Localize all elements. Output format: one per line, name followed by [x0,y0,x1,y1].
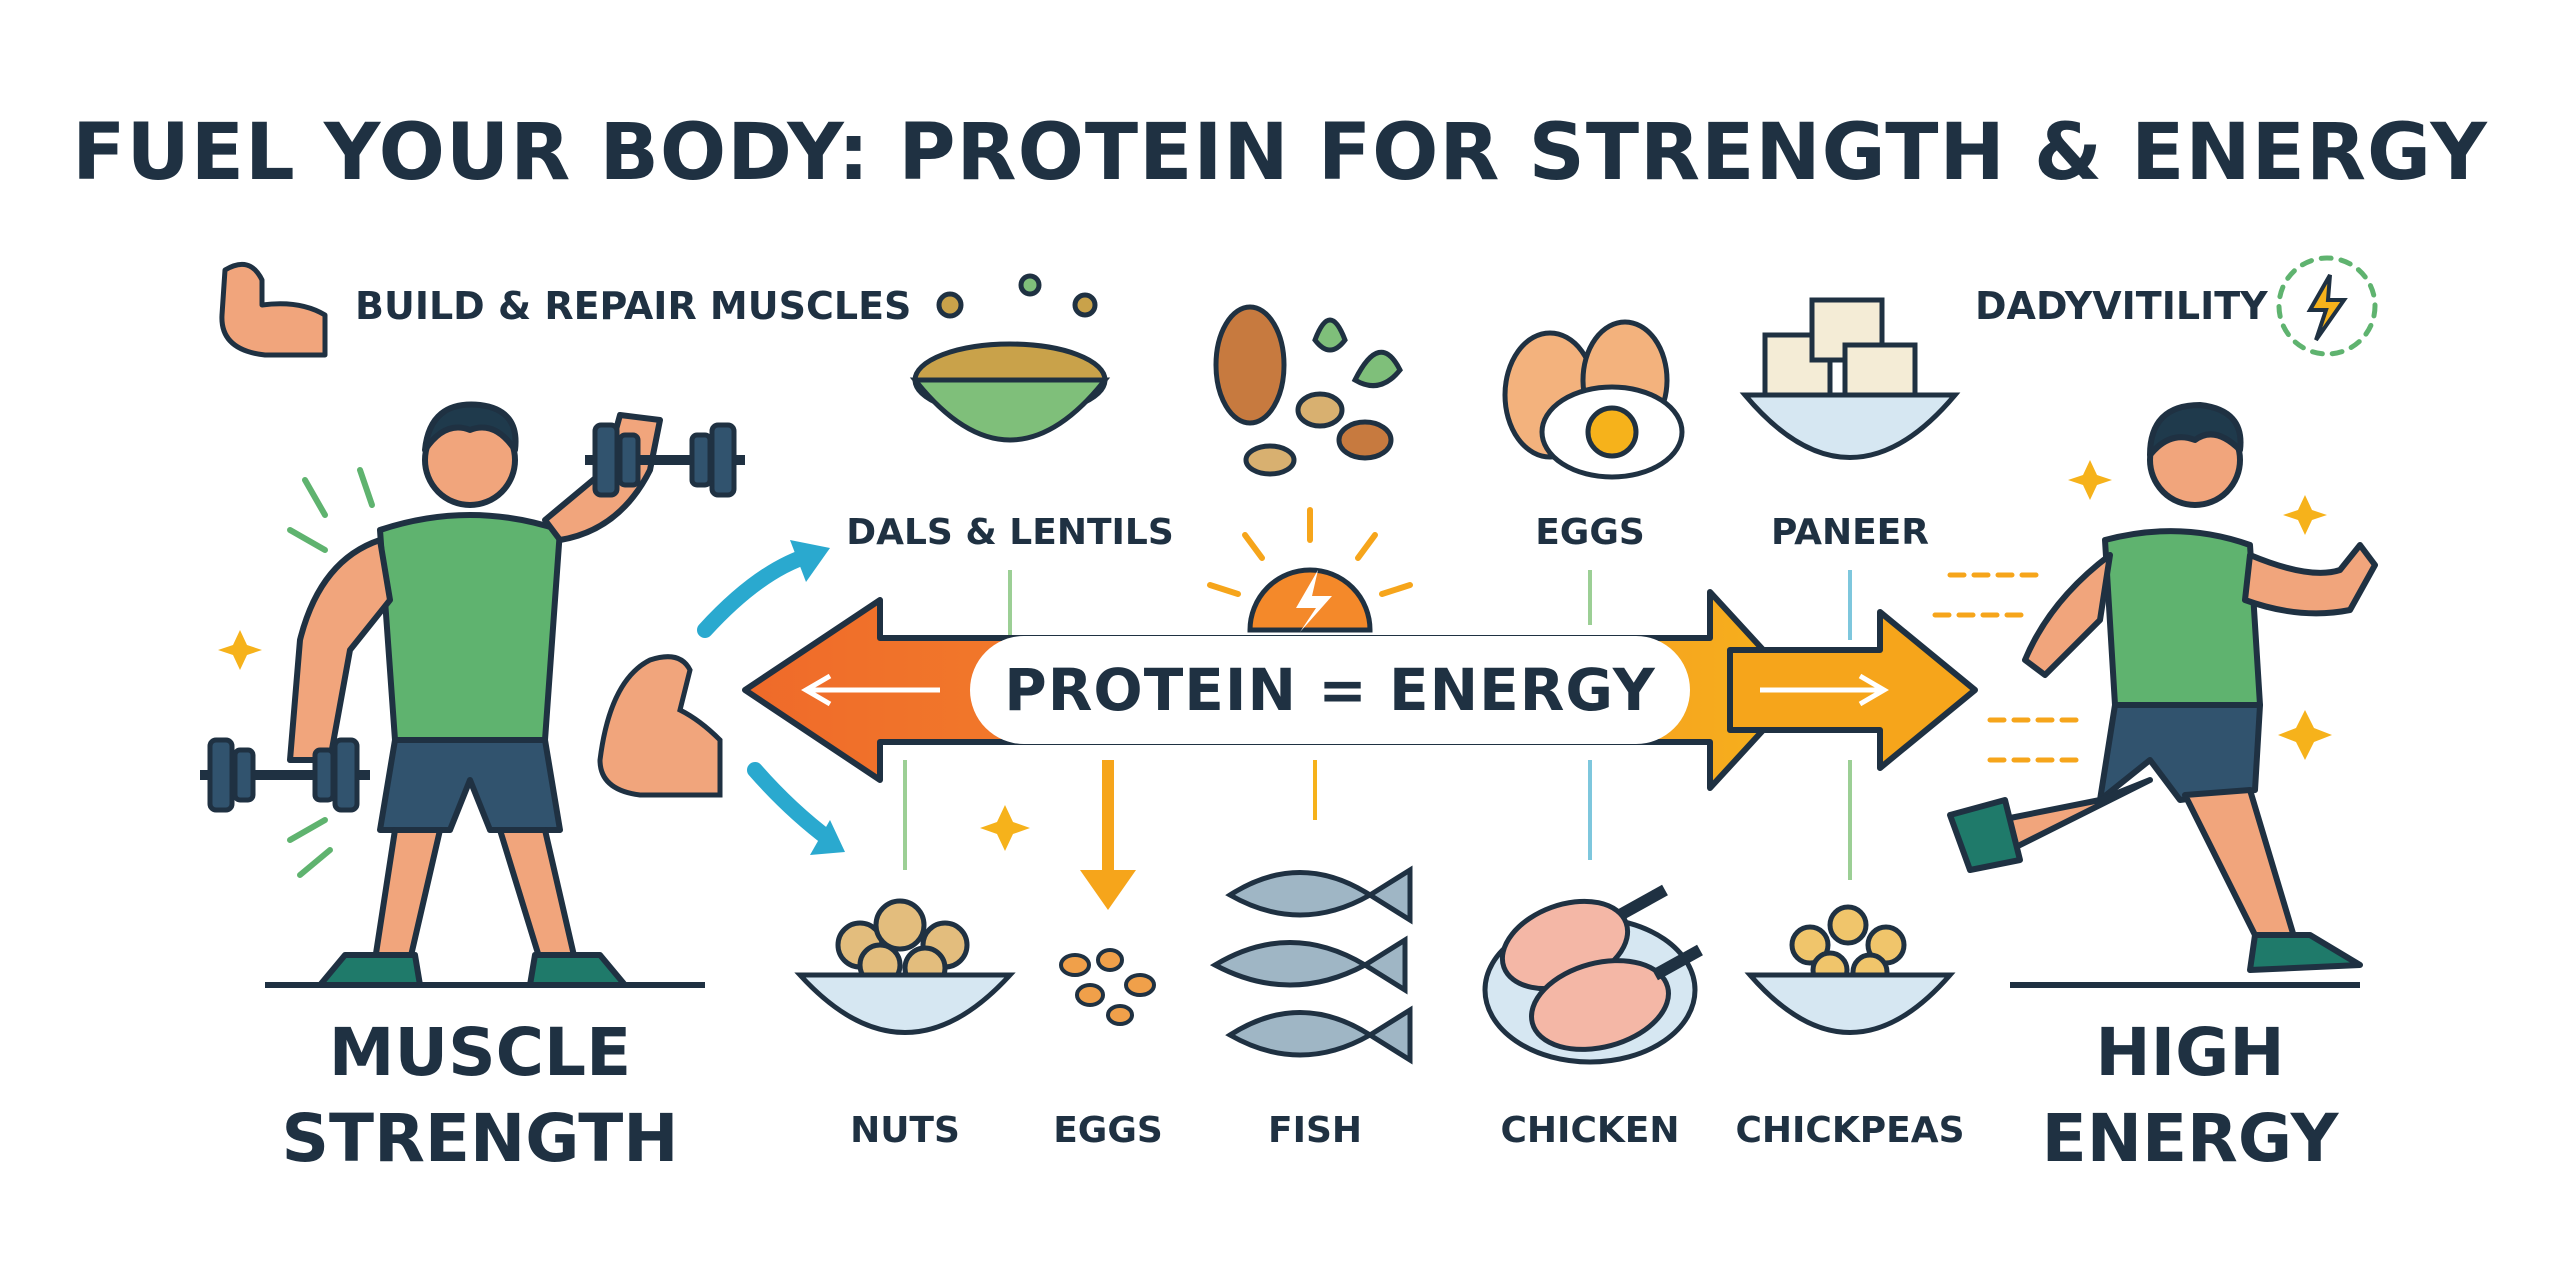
food-label-chicken: CHICKEN [1500,1110,1680,1151]
sparkle-icon [218,460,2332,851]
muscle-strength-label: MUSCLE STRENGTH [240,1010,720,1182]
pointer-arrows [697,540,1136,910]
chickpeas-bowl [1744,904,1956,1035]
food-label-eggs-bottom: EGGS [1053,1110,1163,1151]
left-tagline: BUILD & REPAIR MUSCLES [355,284,912,328]
lightning-icon [2276,255,2378,357]
nuts-bowl [794,898,1016,1035]
almonds-icon [1213,304,1403,477]
dals-lentils-bowl [909,273,1111,443]
flexed-arm-icon-center [597,654,723,798]
food-label-chickpeas: CHICKPEAS [1735,1110,1965,1151]
runner-illustration [1947,402,2378,988]
food-label-paneer: PANEER [1771,512,1929,553]
food-label-dals-lentils: DALS & LENTILS [846,512,1174,553]
muscle-strength-line2: STRENGTH [281,1100,679,1177]
beans-icon [1059,948,1156,1026]
connector-lines [903,570,1852,880]
fish-icon [1209,865,1413,1065]
sun-bolt-icon [1207,507,1413,633]
high-energy-label: HIGH ENERGY [1960,1010,2420,1182]
high-energy-line2: ENERGY [2041,1100,2339,1177]
muscle-strength-line1: MUSCLE [328,1014,632,1091]
paneer-icon [1739,297,1961,460]
protein-energy-text: PROTEIN = ENERGY [970,636,1690,744]
food-label-eggs-top: EGGS [1535,512,1645,553]
chicken-icon [1482,884,1703,1065]
page-title: FUEL YOUR BODY: PROTEIN FOR STRENGTH & E… [72,108,2488,198]
high-energy-line1: HIGH [2095,1014,2285,1091]
eggs-icon-top [1502,319,1685,480]
flexed-arm-icon [219,261,328,358]
strength-lines [287,467,375,878]
dumbbell-icon [200,422,745,813]
food-label-fish: FISH [1267,1110,1363,1151]
right-tagline: DADYVITILITY [1975,284,2268,328]
motion-lines [1932,572,2083,763]
food-label-nuts: NUTS [850,1110,960,1151]
